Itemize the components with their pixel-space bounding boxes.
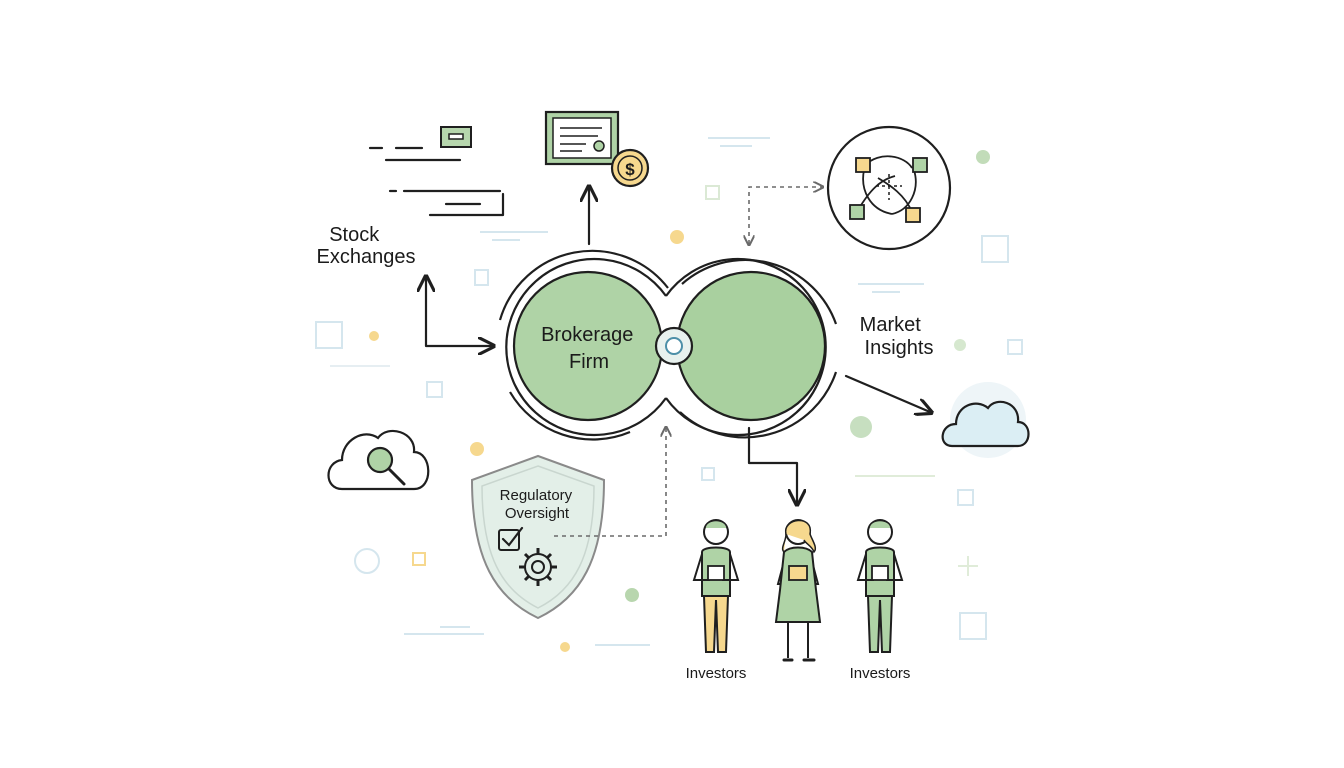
arrow-to-investors — [747, 426, 797, 503]
deco-square — [981, 235, 1009, 263]
dashed-arrow-network — [749, 187, 822, 244]
network-icon — [826, 125, 952, 251]
label-regulatory-line1: Regulatory — [500, 487, 573, 504]
certificate-icon — [544, 110, 620, 166]
cloud-icon — [941, 382, 1030, 458]
deco-dot — [670, 230, 684, 244]
deco-lines — [858, 283, 924, 293]
deco-plus — [958, 556, 978, 576]
deco-lines — [404, 626, 484, 635]
brokerage-firm-node: Brokerage Firm — [498, 249, 838, 441]
deco-dot — [850, 416, 872, 438]
deco-dot — [976, 150, 990, 164]
investor-figure — [774, 519, 822, 662]
label-market-line1: Market — [860, 314, 922, 336]
deco-square — [1007, 339, 1023, 355]
investor-figure — [856, 519, 904, 653]
deco-dot — [560, 642, 570, 652]
label-stock-exchanges: Stock Exchanges — [317, 224, 416, 268]
deco-square — [705, 185, 720, 200]
investor-figure — [692, 519, 740, 653]
deco-dot — [954, 339, 966, 351]
arrow-stock-exchanges — [426, 278, 492, 346]
background-decorations — [315, 137, 1023, 652]
label-stock-exchanges-line1: Stock — [329, 224, 380, 246]
label-investors-right: Investors — [850, 665, 911, 682]
coin-icon: $ — [610, 148, 650, 188]
label-investors-left: Investors — [686, 665, 747, 682]
deco-square — [426, 381, 443, 398]
label-brokerage-line1: Brokerage — [541, 324, 633, 346]
deco-square — [959, 612, 987, 640]
gear-icon — [519, 548, 557, 586]
label-brokerage-line2: Firm — [569, 351, 609, 373]
deco-square — [701, 467, 715, 481]
label-regulatory-line2: Oversight — [505, 505, 570, 522]
deco-square — [957, 489, 974, 506]
dashed-arrow-regulatory — [550, 428, 666, 537]
deco-square — [412, 552, 426, 566]
arrow-to-cloud — [844, 374, 930, 412]
label-regulatory-oversight: Regulatory Oversight — [500, 487, 577, 522]
stock-exchange-lines — [368, 126, 505, 217]
deco-dot — [625, 588, 639, 602]
label-stock-exchanges-line2: Exchanges — [317, 246, 416, 268]
deco-circle — [354, 548, 380, 574]
cloud-search-icon — [327, 429, 430, 491]
deco-square — [474, 269, 489, 286]
deco-lines — [480, 231, 548, 241]
label-brokerage-firm: Brokerage Firm — [541, 324, 639, 373]
deco-dot — [470, 442, 484, 456]
label-market-line2: Insights — [865, 337, 934, 359]
deco-square — [315, 321, 343, 349]
label-market-insights: Market Insights — [860, 314, 934, 359]
deco-lines — [708, 137, 770, 147]
regulatory-shield: Regulatory Oversight — [470, 454, 606, 620]
checkbox-icon — [498, 526, 524, 551]
dollar-sign: $ — [625, 160, 635, 179]
deco-dot — [369, 331, 379, 341]
